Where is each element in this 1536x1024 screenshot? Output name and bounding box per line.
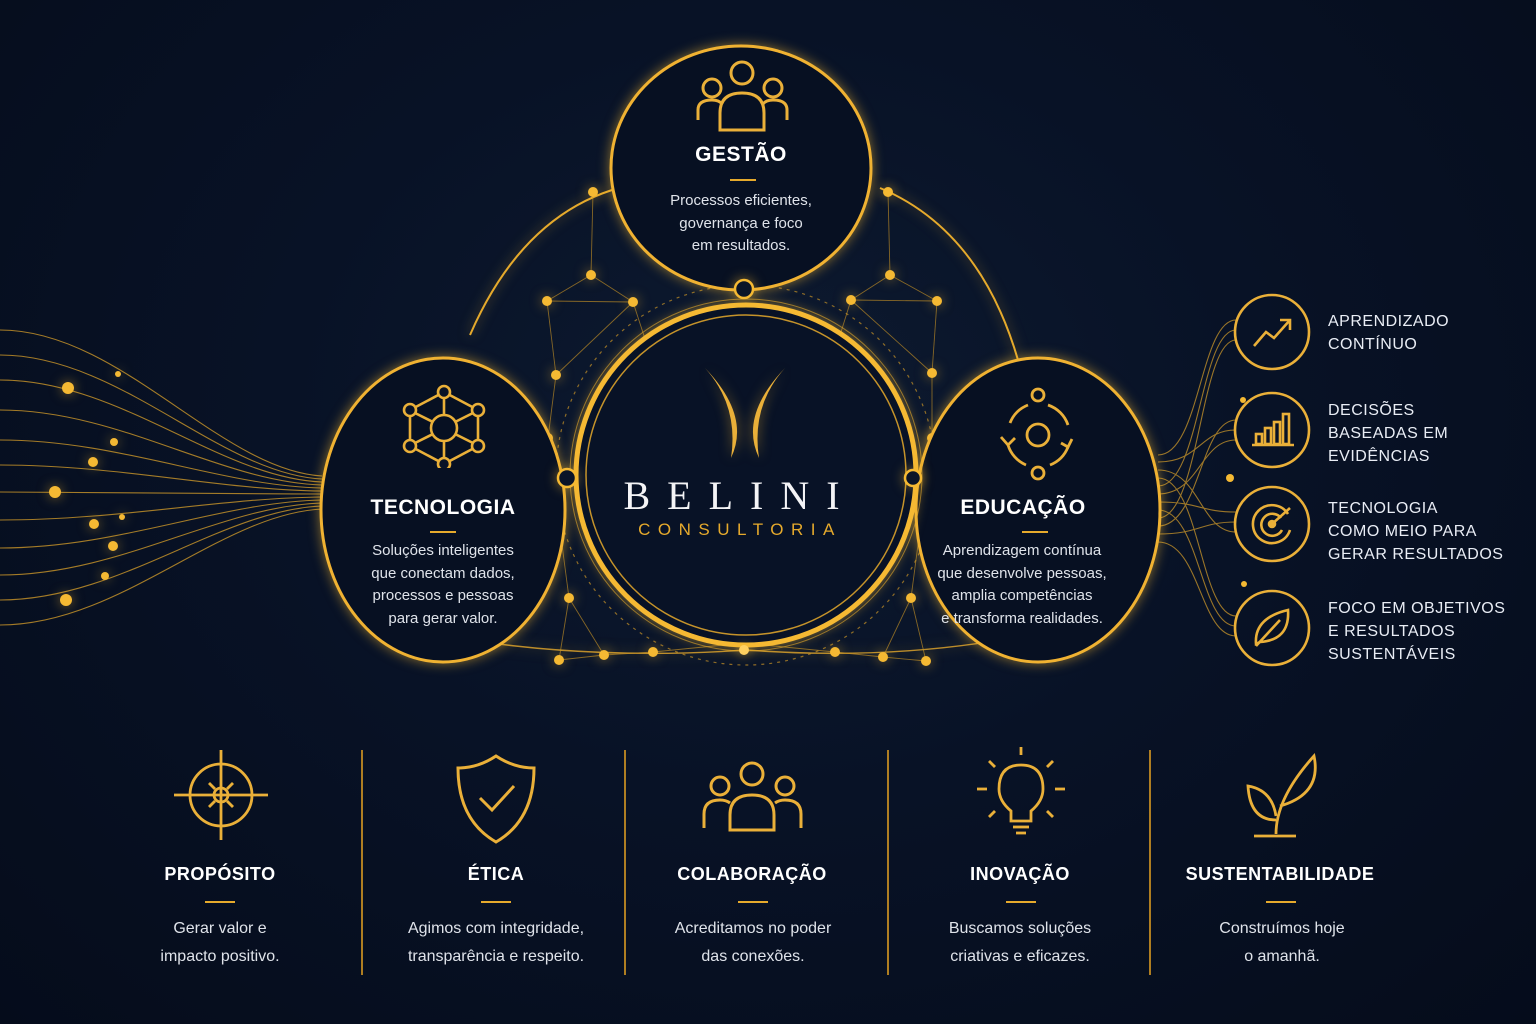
trend-up-icon <box>1233 293 1311 371</box>
team-icon <box>696 60 789 132</box>
value-desc-sustentabilidade: Construímos hoje o amanhã. <box>1219 920 1345 965</box>
benefit-4-label: FOCO EM OBJETIVOS E RESULTADOS SUSTENTÁV… <box>1328 600 1506 663</box>
crescent-moons-logo-icon <box>705 368 785 458</box>
tecnologia-underline <box>430 531 456 533</box>
educacao-circle <box>914 356 1162 664</box>
value-desc-inovacao: Buscamos soluções criativas e eficazes. <box>948 920 1092 965</box>
value-desc-proposito: Gerar valor e impacto positivo. <box>160 920 280 965</box>
value-underline <box>738 901 768 903</box>
gestao-description: Processos eficientes, governança e foco … <box>670 192 812 254</box>
bar-chart-icon <box>1233 391 1311 469</box>
group-icon <box>702 761 803 832</box>
brand-subtitle: CONSULTORIA <box>638 520 842 539</box>
network-hexagon-icon <box>402 384 486 468</box>
value-desc-etica: Agimos com integridade, transparência e … <box>407 920 585 965</box>
value-divider <box>1149 750 1151 975</box>
tecnologia-circle <box>319 356 567 664</box>
value-desc-colaboracao: Acreditamos no poder das conexões. <box>674 920 832 965</box>
sprout-icon <box>1246 753 1317 838</box>
benefit-3-label: TECNOLOGIA COMO MEIO PARA GERAR RESULTAD… <box>1328 500 1504 563</box>
value-divider <box>887 750 889 975</box>
value-underline <box>205 901 235 903</box>
educacao-description: Aprendizagem contínua que desenvolve pes… <box>937 542 1107 627</box>
tecnologia-title: TECNOLOGIA <box>370 496 516 519</box>
gestao-title: GESTÃO <box>695 143 787 166</box>
left-data-streams <box>0 329 323 626</box>
value-underline <box>481 901 511 903</box>
center-ring-nodes <box>556 278 923 489</box>
target-icon <box>1233 485 1311 563</box>
value-title-etica: ÉTICA <box>467 864 525 884</box>
center-bottom-node <box>739 645 749 655</box>
value-title-proposito: PROPÓSITO <box>164 864 276 884</box>
value-divider <box>624 750 626 975</box>
educacao-title: EDUCAÇÃO <box>960 496 1086 519</box>
lightbulb-icon <box>977 747 1065 835</box>
gestao-underline <box>730 179 756 181</box>
value-divider <box>361 750 363 975</box>
value-underline <box>1006 901 1036 903</box>
brand-name: BELINI <box>623 473 857 518</box>
benefit-2-label: DECISÕES BASEADAS EM EVIDÊNCIAS <box>1328 402 1449 465</box>
value-title-sustentabilidade: SUSTENTABILIDADE <box>1185 864 1375 884</box>
shield-check-icon <box>456 754 536 844</box>
right-data-streams <box>1157 319 1237 637</box>
mesh-nodes <box>542 187 942 666</box>
value-title-inovacao: INOVAÇÃO <box>970 864 1070 884</box>
cycle-arrows-icon <box>999 387 1074 481</box>
compass-icon <box>174 750 268 840</box>
value-underline <box>1266 901 1296 903</box>
value-title-colaboracao: COLABORAÇÃO <box>677 864 827 884</box>
leaf-icon <box>1233 589 1311 667</box>
tecnologia-description: Soluções inteligentes que conectam dados… <box>371 542 515 627</box>
educacao-underline <box>1022 531 1048 533</box>
benefit-1-label: APRENDIZADO CONTÍNUO <box>1328 313 1450 353</box>
